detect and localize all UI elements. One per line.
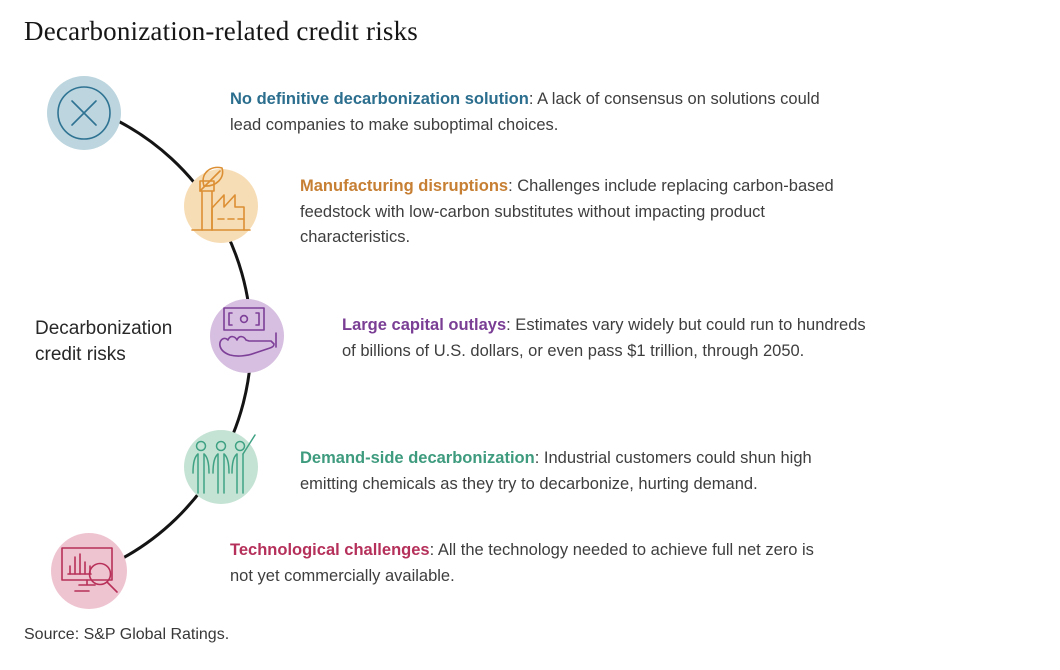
risk-body: : Challenges include replacing carbon-ba… (300, 177, 834, 246)
risk-heading: No definitive decarbonization solution (230, 90, 529, 108)
node-circle (184, 169, 258, 243)
risk-node-3 (210, 299, 284, 373)
risk-heading: Demand-side decarbonization (300, 449, 535, 467)
chart-magnifier-icon (61, 547, 118, 593)
risk-item-capital: Large capital outlays: Estimates vary wi… (342, 313, 1042, 364)
risk-body: : Estimates vary widely but could run to… (342, 316, 866, 360)
risk-node-2 (184, 166, 258, 243)
risk-body: : All the technology needed to achieve f… (230, 541, 814, 585)
node-circle (210, 299, 284, 373)
source-note: Source: S&P Global Ratings. (24, 626, 230, 643)
factory-leaf-icon (191, 166, 251, 231)
page-title: Decarbonization-related credit risks (24, 16, 419, 46)
risk-body: : A lack of consensus on solutions could… (230, 90, 820, 134)
risk-item-demand: Demand-side decarbonization: Industrial … (300, 446, 995, 497)
people-icon (192, 434, 256, 494)
center-label: Decarbonization credit risks (35, 318, 173, 365)
node-circle (51, 533, 127, 609)
risk-node-1 (47, 76, 121, 150)
risk-node-5 (51, 533, 127, 609)
risk-heading: Manufacturing disruptions (300, 177, 509, 195)
node-circle (184, 430, 258, 504)
risk-item-technology: Technological challenges: All the techno… (230, 538, 1030, 589)
risk-heading: Large capital outlays (342, 316, 507, 334)
risk-item-manufacturing: Manufacturing disruptions: Challenges in… (300, 174, 1015, 251)
risk-node-4 (184, 430, 258, 504)
money-hand-icon (219, 307, 277, 357)
risk-body: : Industrial customers could shun high e… (300, 449, 812, 493)
risk-heading: Technological challenges (230, 541, 430, 559)
x-circle-icon (57, 86, 111, 140)
risk-item-no-solution: No definitive decarbonization solution: … (230, 87, 1015, 138)
